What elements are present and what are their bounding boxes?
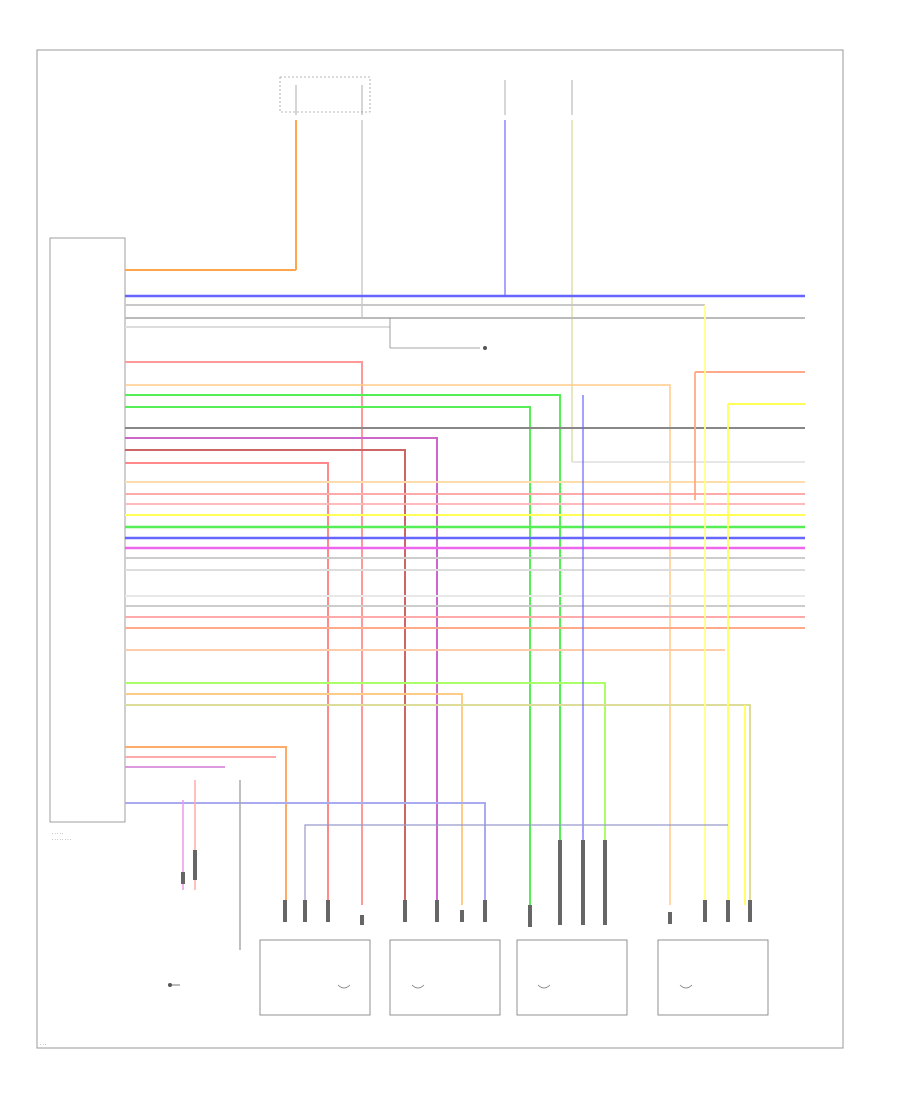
wire-green-2	[125, 406, 531, 905]
wire-pink-1	[125, 361, 363, 905]
wire-tan-1	[125, 384, 671, 905]
wire-tan-2	[125, 693, 463, 905]
wire-khaki	[125, 704, 751, 905]
wire-violet-1	[125, 437, 438, 905]
wire-green-1	[125, 394, 561, 905]
switch-wiring	[182, 780, 241, 950]
fuse-block-left	[279, 76, 371, 115]
actuator-1	[259, 939, 371, 1016]
ground-symbol	[167, 983, 180, 988]
actuator-feeds	[304, 305, 746, 905]
wire-pink-2	[125, 462, 329, 905]
svg-text:· · · · · · · ·: · · · · · · · ·	[52, 837, 71, 842]
module-label: · · · · ·	[52, 831, 63, 836]
control-module	[49, 237, 126, 823]
actuator-2	[389, 939, 501, 1016]
harness-wires	[125, 269, 805, 905]
wire-orange-3	[125, 746, 287, 905]
wire-lightgreen-1	[125, 682, 606, 905]
motor-symbols	[337, 984, 693, 989]
wire-lavender	[125, 802, 486, 905]
connector-pins	[181, 840, 752, 927]
actuator-boxes	[259, 939, 769, 1016]
splice-point	[389, 318, 487, 350]
fuse-block-right	[504, 80, 573, 115]
wire-brownred-1	[125, 449, 406, 905]
actuator-4	[657, 939, 769, 1016]
actuator-3	[516, 939, 628, 1016]
page-ref: · · ·	[40, 1042, 46, 1047]
diagram-frame	[36, 49, 844, 1049]
